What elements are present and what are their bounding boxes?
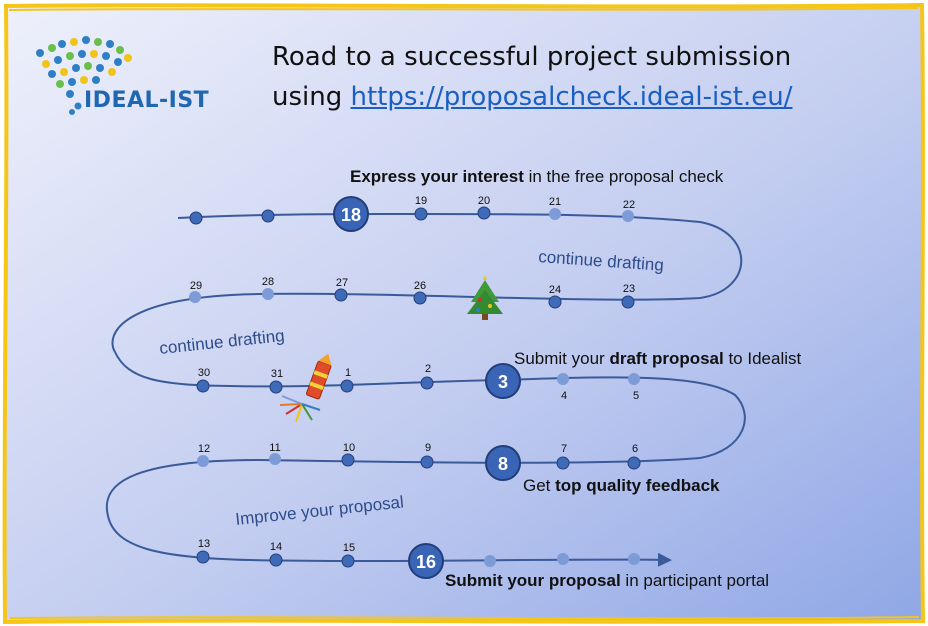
- note-express-rest: in the free proposal check: [523, 167, 724, 186]
- day-label: 13: [198, 538, 210, 550]
- day-dot: [549, 208, 561, 220]
- day-dot: [557, 373, 569, 385]
- day-dot: [196, 550, 210, 564]
- day-dot: [420, 376, 434, 390]
- day-label: 14: [270, 541, 282, 553]
- day-label: 7: [561, 443, 567, 455]
- day-label: 21: [549, 196, 561, 208]
- day-label: 20: [478, 195, 490, 207]
- note-draft-bold: draft proposal: [609, 349, 724, 368]
- note-draft-pre: Submit your: [514, 349, 610, 368]
- day-label: 12: [198, 443, 210, 455]
- note-final-bold: Submit your proposal: [445, 571, 621, 590]
- day-dot: [197, 455, 209, 467]
- day-dot: [477, 206, 491, 220]
- day-label: 5: [633, 390, 639, 402]
- day-dot: [341, 554, 355, 568]
- logo-text: IDEAL-IST: [84, 88, 210, 113]
- milestone-16: [408, 543, 444, 579]
- note-express-bold: Express your interest: [350, 167, 524, 186]
- day-label: 4: [561, 390, 567, 402]
- day-dot: [334, 288, 348, 302]
- day-dot: [262, 288, 274, 300]
- firework-rocket-icon: [279, 353, 332, 423]
- note-feedback: Get top quality feedback: [523, 476, 720, 496]
- day-label: 24: [549, 284, 561, 296]
- day-label: 6: [632, 443, 638, 455]
- day-label: 31: [271, 368, 283, 380]
- day-label: 26: [414, 280, 426, 292]
- note-express-interest: Express your interest in the free propos…: [350, 167, 723, 187]
- page-title-line2: using https://proposalcheck.ideal-ist.eu…: [272, 82, 792, 112]
- day-label: 22: [623, 199, 635, 211]
- day-dot: [621, 295, 635, 309]
- day-dot: [269, 380, 283, 394]
- day-dot: [341, 453, 355, 467]
- title-prefix: using: [272, 82, 351, 112]
- day-dot: [622, 210, 634, 222]
- milestone-8: [485, 445, 521, 481]
- day-dot: [413, 291, 427, 305]
- day-label: 28: [262, 276, 274, 288]
- note-submit-final: Submit your proposal in participant port…: [445, 571, 769, 591]
- day-dot: [269, 553, 283, 567]
- day-dot: [556, 456, 570, 470]
- page-title: Road to a successful project submission: [272, 42, 792, 72]
- day-dot: [484, 555, 496, 567]
- milestone-16-label: 16: [416, 552, 436, 572]
- day-dot: [414, 207, 428, 221]
- day-label: 1: [345, 367, 351, 379]
- milestone-18-label: 18: [341, 205, 361, 225]
- day-label: 29: [190, 280, 202, 292]
- day-label: 23: [623, 283, 635, 295]
- christmas-tree-icon: [467, 275, 503, 320]
- road-path: [105, 213, 746, 567]
- day-dot: [548, 295, 562, 309]
- note-feedback-bold: top quality feedback: [555, 476, 720, 495]
- day-dot: [189, 291, 201, 303]
- day-label: 19: [415, 195, 427, 207]
- day-dot: [628, 373, 640, 385]
- ideal-ist-logo-icon: [36, 36, 132, 115]
- note-final-rest: in participant portal: [620, 571, 770, 590]
- note-submit-draft: Submit your draft proposal to Idealist: [514, 349, 801, 369]
- note-draft-rest: to Idealist: [723, 349, 802, 368]
- note-feedback-pre: Get: [523, 476, 556, 495]
- day-label: 11: [269, 442, 280, 454]
- day-dot: [628, 553, 640, 565]
- day-label: 9: [425, 442, 431, 454]
- milestone-3-label: 3: [498, 372, 508, 392]
- day-dot: [627, 456, 641, 470]
- proposal-check-link[interactable]: https://proposalcheck.ideal-ist.eu/: [350, 82, 793, 112]
- day-label: 2: [425, 363, 431, 375]
- day-label: 30: [198, 367, 210, 379]
- milestone-3: [485, 363, 521, 399]
- day-dot: [340, 379, 354, 393]
- day-dot: [196, 379, 210, 393]
- day-dot: [261, 209, 275, 223]
- day-label: 15: [343, 542, 355, 554]
- day-label: 10: [343, 442, 355, 454]
- milestone-18: [333, 196, 369, 232]
- day-dot: [269, 453, 281, 465]
- day-label: 27: [336, 277, 348, 289]
- day-dot: [557, 553, 569, 565]
- day-dot: [189, 211, 203, 225]
- day-dot: [420, 455, 434, 469]
- milestone-8-label: 8: [498, 454, 508, 474]
